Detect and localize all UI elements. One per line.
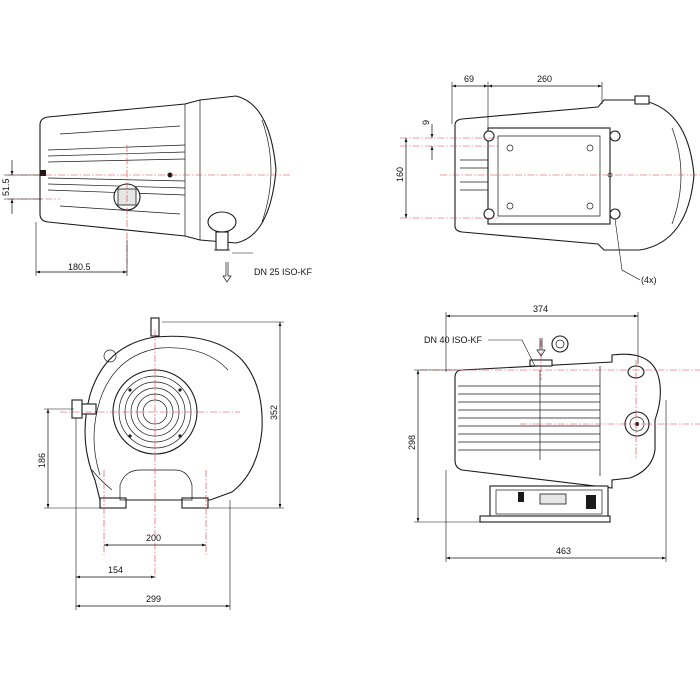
dim-260-label: 260 [537, 74, 552, 84]
dim-154-label: 154 [108, 565, 123, 575]
qty-label: (4x) [641, 275, 657, 285]
port-label-dn40: DN 40 ISO-KF [424, 335, 483, 345]
side-view: 374 DN 40 ISO-KF 298 463 [407, 304, 700, 562]
dim-352-label: 352 [269, 405, 279, 420]
dim-186-label: 186 [37, 453, 47, 468]
dim-200-label: 200 [146, 533, 161, 543]
port-label-dn25: DN 25 ISO-KF [254, 267, 313, 277]
bottom-view: 69 260 9 160 (4x) [395, 74, 700, 285]
dim-298-label: 298 [407, 435, 417, 450]
dim-51-5-label: 51.5 [1, 178, 11, 196]
dim-69-label: 69 [464, 74, 474, 84]
dim-374-label: 374 [533, 304, 548, 314]
front-view: 352 186 200 154 299 [37, 317, 284, 610]
dim-463-label: 463 [556, 546, 571, 556]
dim-160-label: 160 [395, 167, 405, 182]
dim-180-5-label: 180.5 [68, 262, 91, 272]
dim-299-label: 299 [146, 594, 161, 604]
top-view: 51.5 180.5 DN 25 ISO-KF [1, 95, 313, 283]
dim-9-label: 9 [421, 120, 431, 125]
